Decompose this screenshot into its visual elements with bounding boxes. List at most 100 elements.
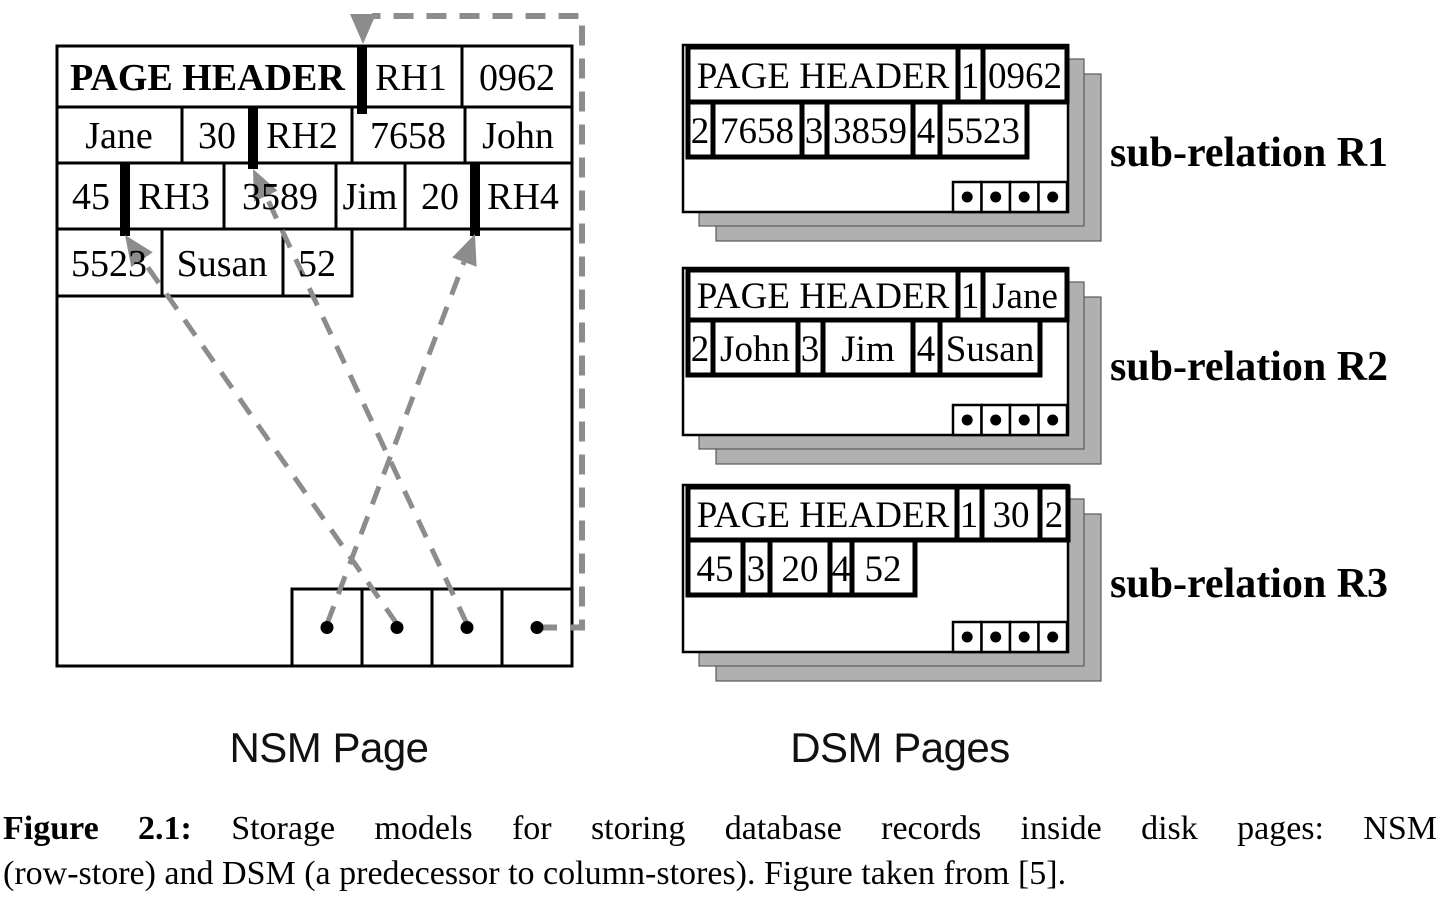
nsm-text-rh4: RH4 xyxy=(487,176,559,218)
nsm-slot-4 xyxy=(500,587,574,668)
sub-relation-r1-label: sub-relation R1 xyxy=(1110,130,1388,176)
dsm-r2-slot xyxy=(1037,403,1069,437)
dsm-r1-text-0962: 0962 xyxy=(988,56,1062,97)
dsm-r3-text-20: 20 xyxy=(782,549,819,590)
slot-pointer-dot xyxy=(1047,631,1059,643)
nsm-cell-45 xyxy=(55,161,127,231)
dsm-r1-text-1: 1 xyxy=(961,56,980,97)
nsm-cell-jim xyxy=(334,161,407,231)
nsm-page-label: NSM Page xyxy=(229,724,428,771)
nsm-text-7658: 7658 xyxy=(370,115,446,157)
nsm-text-5523: 5523 xyxy=(71,243,147,285)
nsm-cell-20 xyxy=(403,161,477,231)
caption-line-2: (row-store) and DSM (a predecessor to co… xyxy=(3,855,1067,892)
dsm-r2-cell-3 xyxy=(795,317,826,378)
nsm-text-jane: Jane xyxy=(85,115,153,157)
dsm-r1-text-header: PAGE HEADER xyxy=(697,56,950,97)
nsm-text-rh1: RH1 xyxy=(375,57,447,99)
dsm-r3-cell-2 xyxy=(1037,484,1071,543)
nsm-cell-5523 xyxy=(55,227,164,298)
nsm-cell-page-header xyxy=(55,44,363,109)
storage-models-diagram: PAGE HEADER RH1 0962 Jane 30 RH2 7658 Jo… xyxy=(55,13,1388,771)
slot-pointer-dot xyxy=(1047,414,1059,426)
dsm-r1-slot xyxy=(980,180,1012,214)
dsm-r3-cell-52 xyxy=(849,537,918,598)
nsm-cell-7658 xyxy=(350,105,467,165)
dsm-r3-text-30: 30 xyxy=(993,495,1030,536)
record-pointer-line-rh1 xyxy=(372,13,585,631)
nsm-text-rh2: RH2 xyxy=(266,115,338,157)
caption-line-1-text: Storage models for storing database reco… xyxy=(231,810,1437,847)
dsm-r3-cell-45 xyxy=(685,537,746,598)
nsm-cell-susan xyxy=(160,227,285,298)
dsm-r1-text-4: 4 xyxy=(917,111,936,152)
dsm-r2-text-susan: Susan xyxy=(946,329,1034,370)
nsm-text-rh3: RH3 xyxy=(138,176,210,218)
dsm-r2-text-3: 3 xyxy=(801,329,820,370)
nsm-text-susan: Susan xyxy=(177,243,268,285)
dsm-r2-text-jim: Jim xyxy=(841,329,895,370)
dsm-page-r1: PAGE HEADER 1 0962 2 7658 3 3859 4 5523 xyxy=(681,43,1102,242)
dsm-r3-cell-header xyxy=(685,484,960,543)
record-header-marker-rh1 xyxy=(357,46,367,114)
dsm-r1-cell-5523 xyxy=(937,99,1030,160)
dsm-r1-text-5523: 5523 xyxy=(946,111,1020,152)
dsm-r3-text-2: 2 xyxy=(1045,495,1064,536)
dsm-r3-text-1: 1 xyxy=(960,495,979,536)
arrowhead-rh1 xyxy=(350,14,376,44)
dsm-r1-text-3: 3 xyxy=(805,111,824,152)
record-pointer-line-rh3 xyxy=(139,257,400,626)
dsm-r3-text-3: 3 xyxy=(747,549,766,590)
arrowhead-rh3 xyxy=(125,235,153,268)
caption-line-1: Figure 2.1: Storage models for storing d… xyxy=(3,806,1437,851)
slot-pointer-dot xyxy=(990,414,1002,426)
slot-pointer-dot xyxy=(1047,191,1059,203)
dsm-r1-text-7658: 7658 xyxy=(720,111,794,152)
nsm-text-page-header: PAGE HEADER xyxy=(70,57,345,99)
dsm-r2-cell-header xyxy=(685,267,961,323)
nsm-cell-0962 xyxy=(460,44,574,109)
slot-pointer-dot xyxy=(961,191,973,203)
nsm-text-45: 45 xyxy=(72,176,110,218)
slot-pointer-dot xyxy=(1018,414,1030,426)
dsm-r3-text-header: PAGE HEADER xyxy=(697,495,950,536)
nsm-text-jim: Jim xyxy=(343,176,398,218)
slot-pointer-dot xyxy=(961,414,973,426)
record-header-marker-rh2 xyxy=(248,107,258,169)
caption-figure-number: Figure 2.1: xyxy=(3,810,192,847)
slot-pointer-dot xyxy=(990,631,1002,643)
slot-pointer-dot xyxy=(390,621,404,634)
slot-pointer-dot xyxy=(961,631,973,643)
dsm-page-r3: PAGE HEADER 1 30 2 45 3 20 4 52 xyxy=(681,483,1102,682)
dsm-r2-text-john: John xyxy=(720,329,790,370)
slot-pointer-dot xyxy=(320,621,334,634)
nsm-text-3589: 3589 xyxy=(242,176,318,218)
dsm-r1-slot xyxy=(951,180,983,214)
nsm-page: PAGE HEADER RH1 0962 Jane 30 RH2 7658 Jo… xyxy=(55,13,585,668)
dsm-r3-text-52: 52 xyxy=(865,549,902,590)
slot-pointer-dot xyxy=(1018,631,1030,643)
dsm-r2-text-1: 1 xyxy=(961,276,980,317)
slot-pointer-dot xyxy=(1018,191,1030,203)
dsm-r1-text-3859: 3859 xyxy=(833,111,907,152)
arrowhead-rh2 xyxy=(253,169,278,202)
dsm-r2-cell-4 xyxy=(910,317,943,378)
sub-relation-r3-label: sub-relation R3 xyxy=(1110,561,1388,607)
dsm-r2-cell-susan xyxy=(937,317,1043,378)
record-header-marker-rh3 xyxy=(120,163,130,236)
dsm-r2-text-4: 4 xyxy=(917,329,936,370)
dsm-r1-cell-0962 xyxy=(980,44,1070,105)
record-header-marker-rh4 xyxy=(470,163,480,236)
dsm-r2-text-jane: Jane xyxy=(992,276,1058,317)
dsm-r3-text-4: 4 xyxy=(832,549,851,590)
slot-pointer-dot xyxy=(990,191,1002,203)
nsm-text-30: 30 xyxy=(198,115,236,157)
nsm-text-20: 20 xyxy=(421,176,459,218)
nsm-text-0962: 0962 xyxy=(479,57,555,99)
dsm-r2-text-header: PAGE HEADER xyxy=(697,276,950,317)
dsm-r2-cell-2 xyxy=(685,317,716,378)
dsm-page-r2: PAGE HEADER 1 Jane 2 John 3 Jim 4 Susan xyxy=(681,266,1102,465)
record-pointer-line-rh2 xyxy=(263,194,470,626)
nsm-text-john: John xyxy=(482,115,554,157)
dsm-r1-cell-4 xyxy=(910,99,943,160)
